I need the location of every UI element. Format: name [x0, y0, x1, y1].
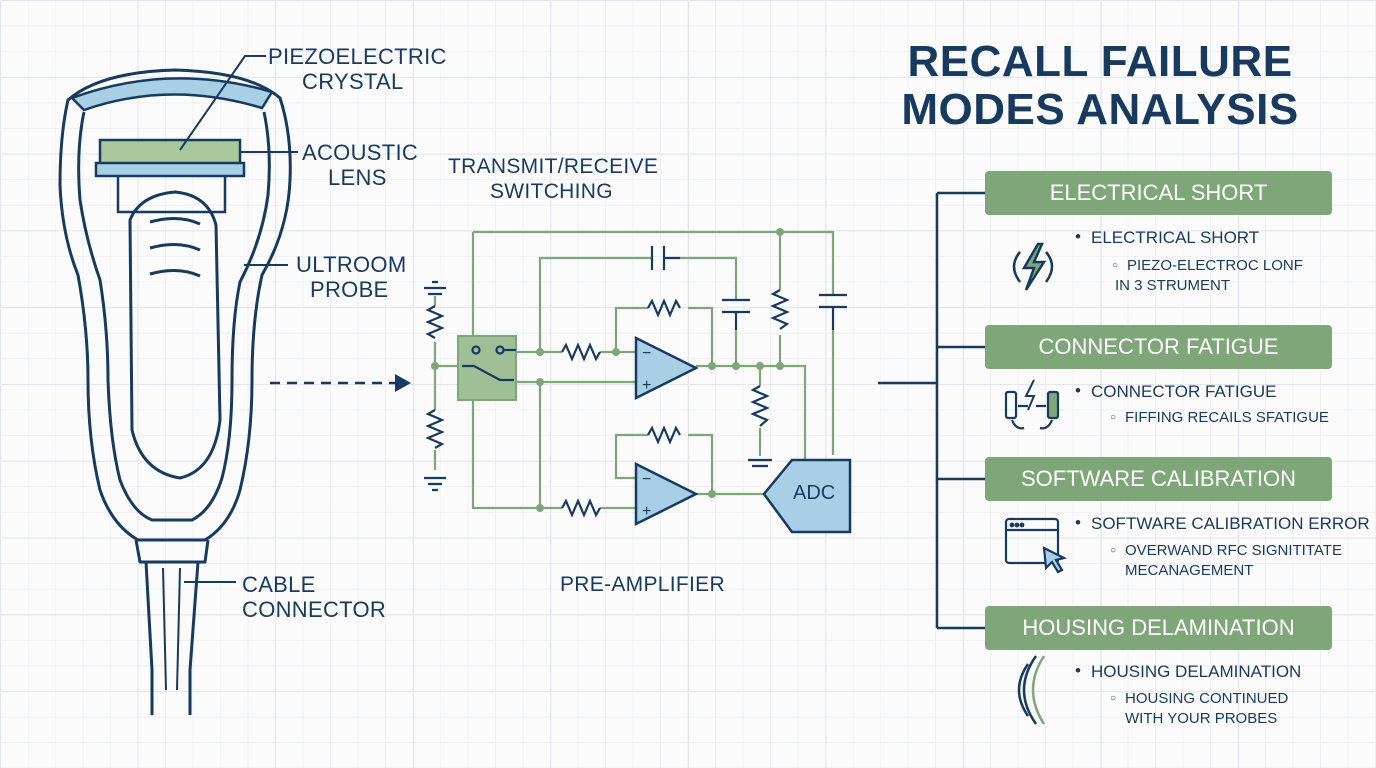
probe-housing-outline — [58, 68, 292, 542]
acoustic-lens — [94, 161, 246, 178]
piezoelectric-crystal-label: PIEZOELECTRIC CRYSTAL — [268, 44, 447, 94]
probe-top-band — [69, 77, 274, 112]
pre-amplifier-label: PRE-AMPLIFIER — [560, 573, 725, 596]
probe-inner-outline — [77, 111, 271, 522]
crystal-leader-line — [179, 55, 266, 151]
lightning-icon — [1012, 242, 1054, 291]
tr-switch-box — [457, 335, 517, 401]
adc-block — [762, 458, 852, 534]
delamination-icon — [1017, 655, 1046, 725]
failure-header-connector-fatigue: CONNECTOR FATIGUE — [985, 325, 1332, 369]
failure-detail-connector-fatigue: FIFFING RECAILS SFATIGUE — [1110, 408, 1329, 428]
failure-header-electrical-short: ELECTRICAL SHORT — [985, 171, 1332, 215]
cable-connector-label: CABLE CONNECTOR — [242, 572, 387, 622]
failure-detail-electrical-short: PIEZO-ELECTROC LONF IN 3 STRUMENT — [1112, 256, 1303, 296]
svg-text:+: + — [642, 377, 651, 394]
software-window-icon — [1004, 517, 1068, 574]
signal-arrow-head — [395, 374, 411, 392]
adc-label: ADC — [793, 482, 836, 504]
failure-header-software-calibration: SOFTWARE CALIBRATION ERROR — [985, 457, 1332, 535]
acoustic-lens-label: ACOUSTIC LENS — [302, 140, 419, 190]
svg-text:+: + — [642, 503, 651, 520]
page-title: RECALL FAILURE MODES ANALYSIS — [901, 37, 1299, 134]
broken-connector-icon — [1004, 379, 1060, 430]
op-amp-2 — [634, 461, 699, 527]
probe-neck — [134, 539, 210, 564]
failure-header-housing-delamination: HOUSING DELAMINATION — [985, 606, 1332, 650]
tr-switching-label: TRANSMIT/RECEIVE SWITCHING — [448, 155, 659, 203]
failure-detail-software-calibration: OVERWAND RFC SIGNITITATE MECANAGEMENT — [1110, 541, 1342, 581]
svg-text:−: − — [642, 471, 651, 488]
svg-text:−: − — [642, 345, 651, 362]
op-amp-1 — [634, 335, 699, 401]
failure-detail-housing-delamination: HOUSING CONTINUED WITH YOUR PROBES — [1110, 689, 1288, 729]
probe-label: ULTROOM PROBE — [296, 252, 407, 302]
probe-grip-panel — [128, 190, 222, 480]
probe-cable — [144, 561, 200, 715]
